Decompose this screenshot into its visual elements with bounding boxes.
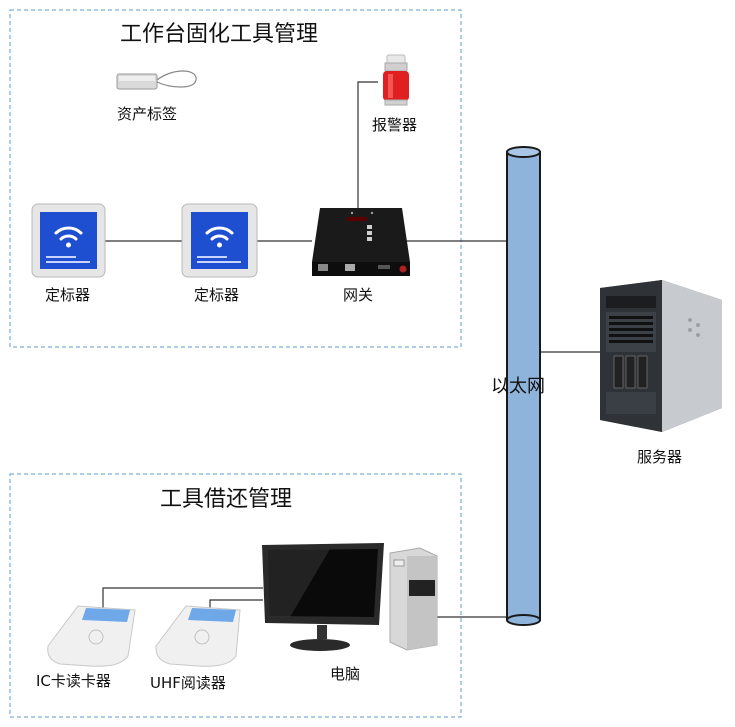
alarm-label: 报警器 [372,116,418,134]
alarm-icon [383,54,409,106]
locator-1-icon [31,203,106,278]
borrow-group-title: 工具借还管理 [160,487,293,512]
locator-1-label: 定标器 [45,286,91,304]
workbench-group-title: 工作台固化工具管理 [120,22,319,47]
computer-label: 电脑 [330,665,361,683]
borrow-group-box [9,473,462,718]
reader-computer-line [102,587,263,608]
workbench-group-box [9,9,462,348]
gateway-alarm-line [357,81,378,210]
server-icon [600,280,722,432]
ethernet-label: 以太网 [491,376,545,397]
uhf-reader-icon [155,605,241,667]
gateway-label: 网关 [343,286,374,304]
ic-reader-label: IC卡读卡器 [36,672,111,690]
uhf-computer-line [209,599,263,608]
asset-tag-icon [116,70,197,90]
ic-card-reader-icon [47,605,136,667]
computer-icon [262,543,438,651]
asset-tag-label: 资产标签 [117,105,178,123]
locator-2-icon [181,203,258,278]
locator-2-label: 定标器 [194,286,240,304]
gateway-icon [312,208,410,276]
connections [102,81,601,618]
server-label: 服务器 [637,448,683,466]
ethernet-pipe [506,146,541,626]
uhf-reader-label: UHF阅读器 [150,674,226,692]
